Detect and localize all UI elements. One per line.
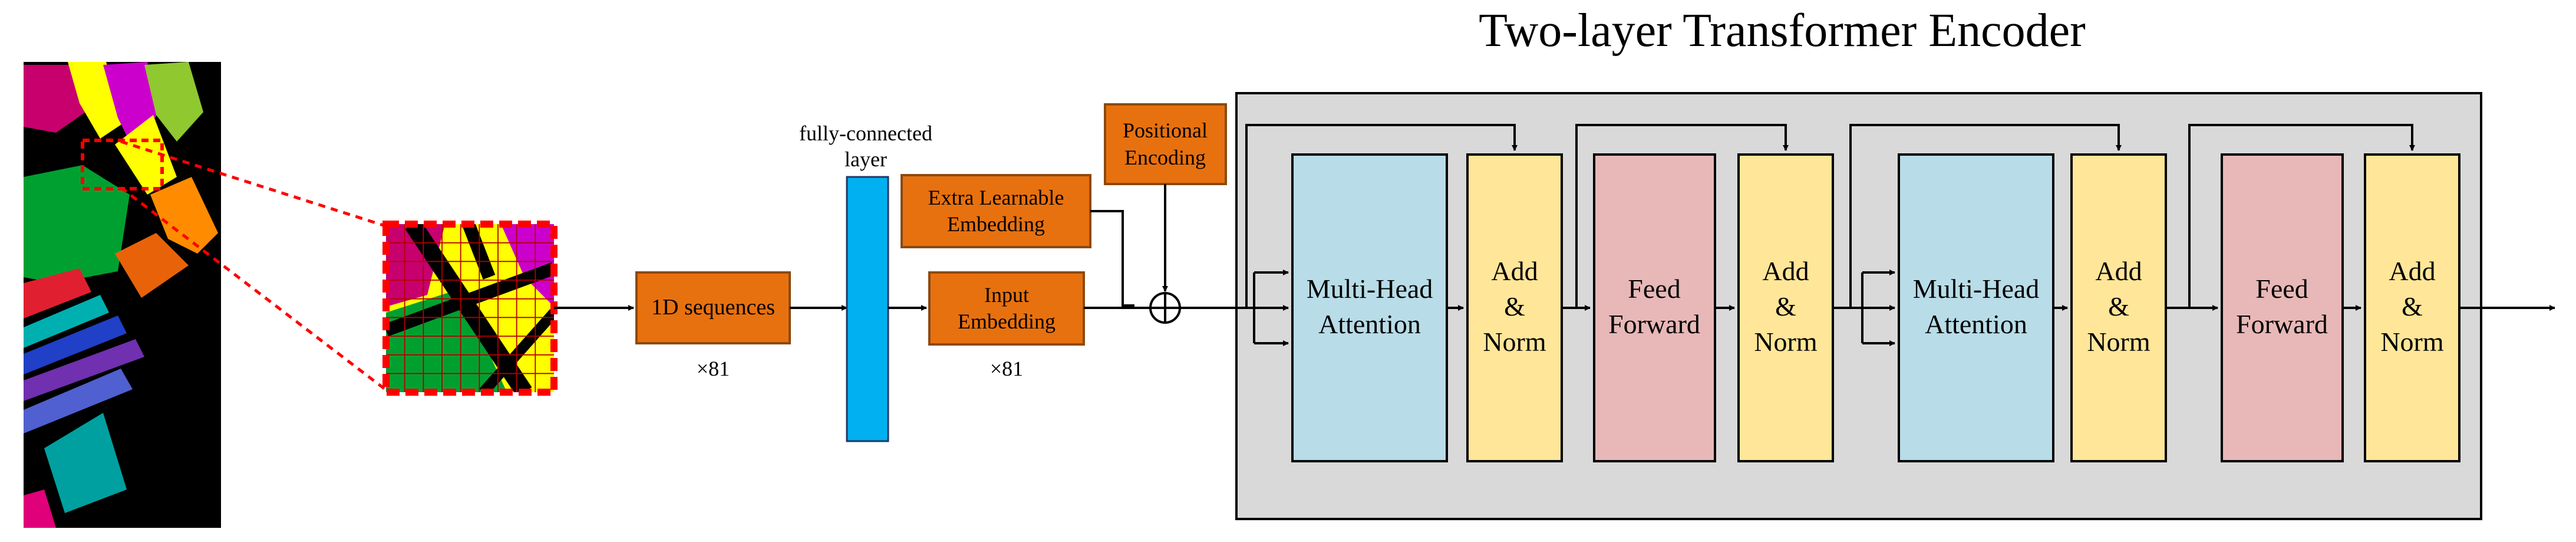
input-embedding-box: Input Embedding (928, 271, 1085, 346)
extra-embedding-line2: Embedding (947, 212, 1045, 236)
addnorm-block-2: Add & Norm (1737, 153, 1834, 462)
addnorm2-line1: Add (1762, 256, 1809, 286)
classification-map (24, 62, 221, 528)
addnorm4-line3: Norm (2380, 327, 2444, 357)
sum-operator (1149, 292, 1181, 324)
extra-embedding-line1: Extra Learnable (928, 186, 1064, 209)
image-patch (382, 221, 558, 396)
addnorm4-line1: Add (2389, 256, 2435, 286)
addnorm2-line2: & (1775, 291, 1796, 321)
ff2-line1: Feed (2255, 274, 2308, 304)
encoder-connections (1245, 124, 2415, 346)
projection-line-bottom (120, 186, 390, 393)
sequences-label: 1D sequences (651, 295, 775, 320)
ff-block-2: Feed Forward (2221, 153, 2344, 462)
arrow-extra-embedding-to-merge (1090, 210, 1134, 307)
mha2-line1: Multi-Head (1913, 274, 2040, 304)
ff2-line2: Forward (2236, 309, 2328, 339)
addnorm4-line2: & (2402, 291, 2423, 321)
fc-label-line1: fully-connected (799, 121, 932, 145)
addnorm-block-3: Add & Norm (2070, 153, 2167, 462)
mha2-line2: Attention (1925, 309, 2027, 339)
addnorm-block-1: Add & Norm (1466, 153, 1563, 462)
input-embedding-line2: Embedding (958, 310, 1056, 333)
diagram-title: Two-layer Transformer Encoder (1479, 5, 2086, 57)
sequences-count: ×81 (697, 357, 730, 380)
ff-block-1: Feed Forward (1593, 153, 1716, 462)
input-embedding-count: ×81 (990, 357, 1023, 380)
fc-label-line2: layer (845, 147, 887, 171)
addnorm3-line2: & (2108, 291, 2129, 321)
input-embedding-line1: Input (984, 283, 1029, 307)
projection-line-top (120, 140, 390, 229)
mha1-line2: Attention (1318, 309, 1421, 339)
ff1-line2: Forward (1608, 309, 1700, 339)
mha1-line1: Multi-Head (1307, 274, 1433, 304)
mha-block-1: Multi-Head Attention (1291, 153, 1448, 462)
addnorm3-line1: Add (2095, 256, 2142, 286)
addnorm1-line3: Norm (1483, 327, 1546, 357)
fully-connected-layer (846, 176, 889, 442)
positional-encoding-line2: Encoding (1124, 146, 1206, 169)
ff1-line1: Feed (1628, 274, 1680, 304)
addnorm-block-4: Add & Norm (2364, 153, 2460, 462)
positional-encoding-line1: Positional (1123, 119, 1208, 142)
positional-encoding-box: Positional Encoding (1104, 103, 1227, 185)
addnorm1-line1: Add (1491, 256, 1538, 286)
mha-block-2: Multi-Head Attention (1898, 153, 2054, 462)
addnorm1-line2: & (1504, 291, 1525, 321)
addnorm2-line3: Norm (1754, 327, 1818, 357)
extra-learnable-embedding-box: Extra Learnable Embedding (901, 174, 1091, 248)
sequences-box: 1D sequences (635, 271, 791, 344)
addnorm3-line3: Norm (2087, 327, 2150, 357)
